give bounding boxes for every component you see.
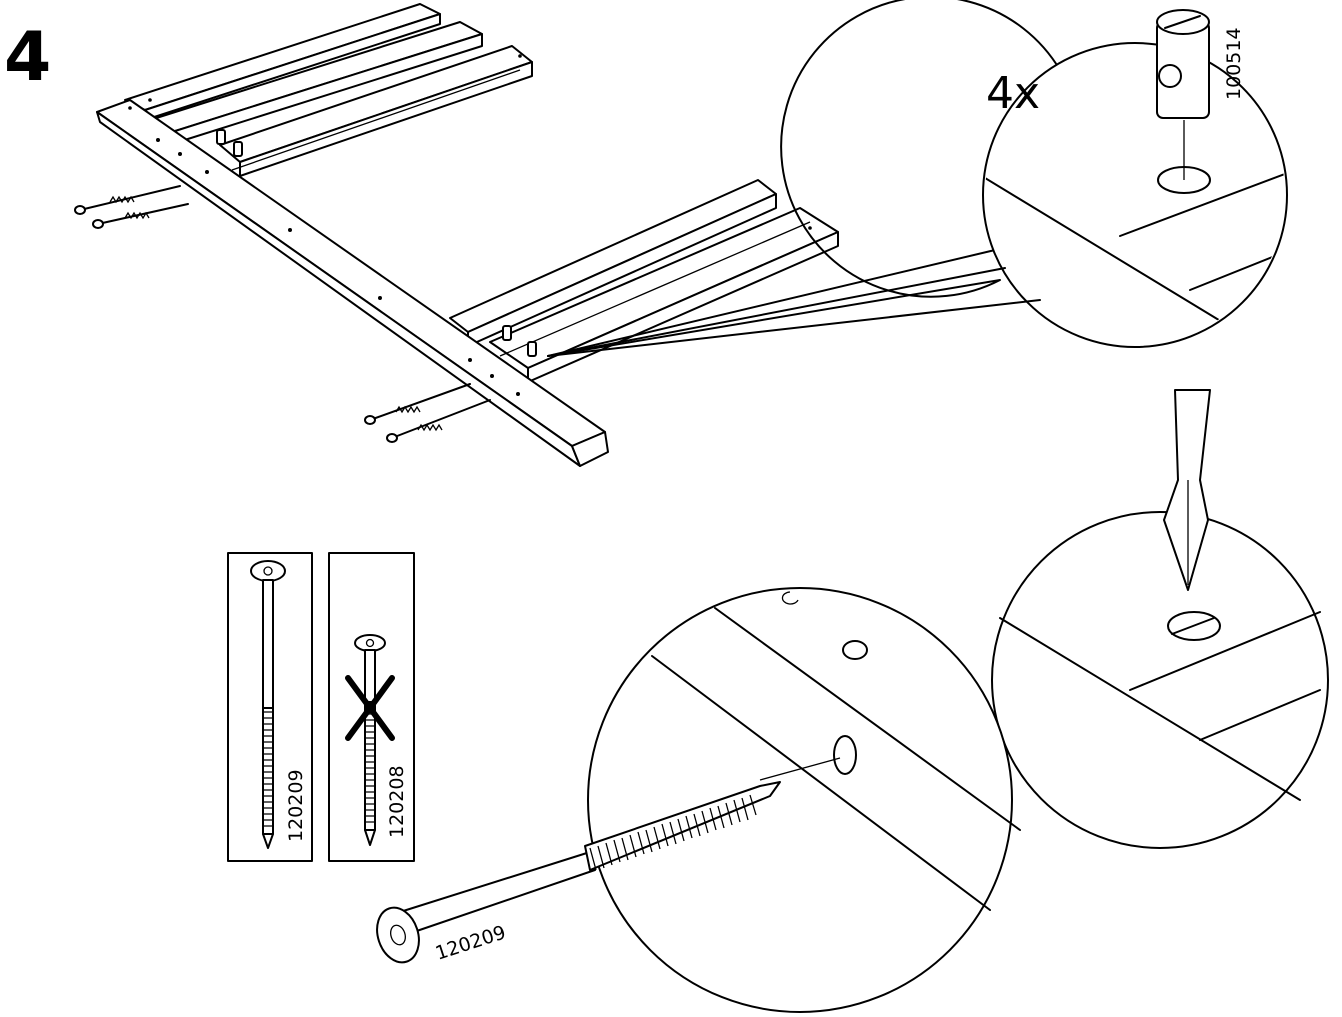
step-number: 4 [4, 18, 51, 97]
screwdriver-icon [1163, 389, 1211, 591]
bolt-mini-bottom [364, 383, 491, 443]
slat-front-1 [449, 179, 777, 347]
bolt-detail-view [587, 511, 1329, 1013]
side-rail [96, 54, 812, 467]
cam-nut-part-number: 100514 [1223, 27, 1245, 100]
short-bolt-icon [354, 634, 386, 846]
wrong-bolt-part-number: 120208 [386, 765, 408, 838]
bolt-comparison: 120209 120208 [227, 552, 415, 862]
cross-mark-icon [345, 675, 395, 741]
correct-bolt-part-number: 120209 [285, 769, 307, 842]
quantity-label: 4x [986, 68, 1040, 119]
cam-nut-mini [216, 129, 537, 357]
slat-back-3 [219, 45, 533, 177]
cam-nut-icon [1156, 9, 1210, 180]
bolt-mini-top [74, 185, 189, 229]
bolt-large-icon [376, 757, 841, 964]
bed-frame-assembly [74, 3, 839, 467]
cam-nut-detail-callout: 4x 100514 [547, 0, 1288, 357]
long-bolt-icon [250, 560, 286, 849]
bolt-detail-part-number: 120209 [433, 921, 509, 964]
